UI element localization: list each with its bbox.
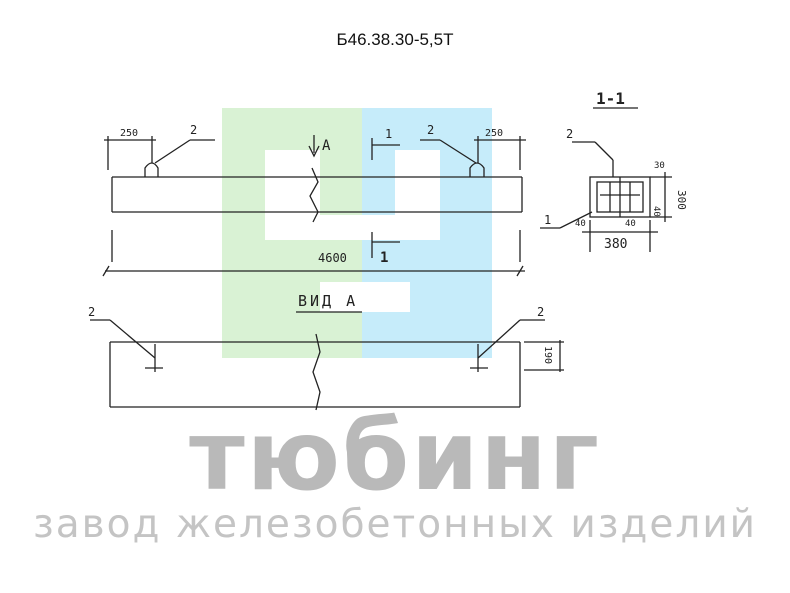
dim-40-right: 40 bbox=[625, 219, 636, 229]
callout-1-section: 1 bbox=[544, 213, 551, 227]
callout-2-bottom-right: 2 bbox=[537, 305, 544, 319]
watermark-tagline: завод железобетонных изделий bbox=[32, 502, 758, 547]
drawing-labels: 2 2 250 250 А 1 1 4600 ВИД А 2 2 1-1 2 1… bbox=[88, 89, 688, 364]
dim-300: 300 bbox=[675, 190, 688, 210]
callout-2-bottom-left: 2 bbox=[88, 305, 95, 319]
view-a-label: ВИД А bbox=[298, 292, 358, 310]
dim-4600: 4600 bbox=[318, 251, 347, 265]
callout-2-left: 2 bbox=[190, 123, 197, 137]
callout-2-right: 2 bbox=[427, 123, 434, 137]
dim-40-left: 40 bbox=[575, 219, 586, 229]
dim-30: 30 bbox=[654, 161, 665, 171]
drawing-title: Б46.38.30-5,5Т bbox=[336, 30, 454, 49]
section-1-1-label: 1-1 bbox=[596, 89, 625, 108]
view-arrow-a: А bbox=[322, 138, 331, 154]
callout-2-section: 2 bbox=[566, 127, 573, 141]
dim-250-left: 250 bbox=[120, 128, 138, 139]
section-mark-1-bottom: 1 bbox=[380, 250, 388, 266]
watermark-logo bbox=[222, 108, 492, 358]
watermark-brand: тюбинг bbox=[189, 400, 601, 512]
dim-190: 190 bbox=[542, 346, 553, 364]
dim-40-vertical: 40 bbox=[651, 206, 661, 217]
dim-380: 380 bbox=[604, 237, 627, 252]
dim-250-right: 250 bbox=[485, 128, 503, 139]
section-mark-1-top: 1 bbox=[385, 127, 392, 141]
